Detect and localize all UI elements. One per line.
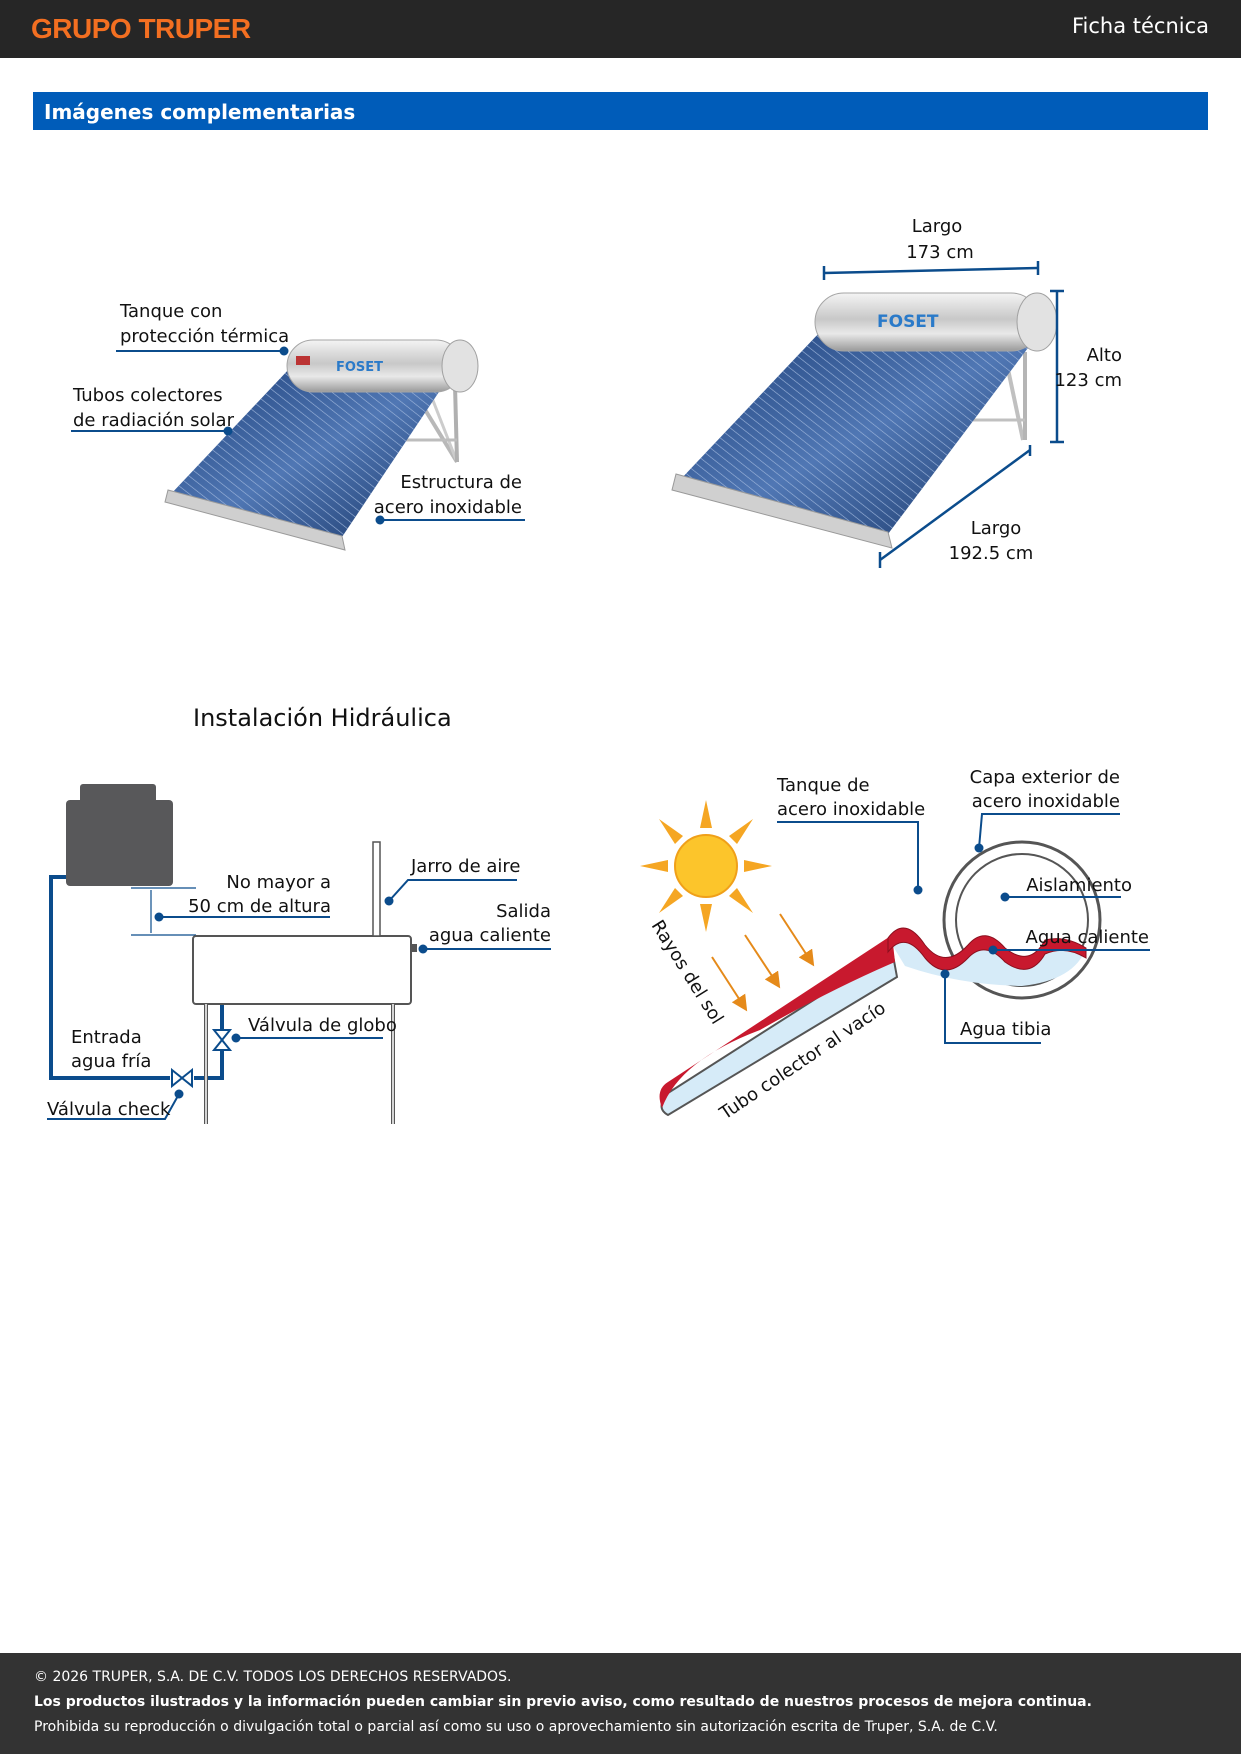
- cold-in-label-2: agua fría: [71, 1051, 151, 1072]
- hydraulic-installation-figure: Instalación Hidráulica: [47, 704, 551, 1124]
- tank-steel-label-1: Tanque de: [776, 775, 870, 796]
- tank-steel-label-2: acero inoxidable: [777, 799, 925, 820]
- brand-logo: GRUPO TRUPER: [31, 13, 251, 44]
- hydraulic-title: Instalación Hidráulica: [193, 704, 452, 732]
- footer: © 2026 TRUPER, S.A. DE C.V. TODOS LOS DE…: [0, 1653, 1241, 1754]
- check-valve-label: Válvula check: [47, 1099, 171, 1120]
- cold-in-label-1: Entrada: [71, 1027, 142, 1048]
- sun-rays-label: Rayos del sol: [647, 917, 728, 1029]
- length-label: Largo: [971, 518, 1022, 539]
- tubes-label-2: de radiación solar: [73, 410, 235, 431]
- illustrations: FOSET Tanque con protección térmica Tubo…: [47, 216, 1150, 1125]
- tank-label-1: Tanque con: [119, 301, 222, 322]
- sun-icon: [640, 800, 772, 932]
- water-cistern: [66, 800, 173, 886]
- width-value: 173 cm: [906, 242, 974, 263]
- heater-dimensions-figure: FOSET Largo 173 cm Alto 123 cm Largo 192…: [671, 216, 1122, 568]
- section-header: Imágenes complementarias: [33, 92, 1208, 130]
- footer-prohibition: Prohibida su reproducción o divulgación …: [34, 1719, 998, 1735]
- hot-water-label: Agua caliente: [1026, 927, 1149, 948]
- vacuum-tube-figure: Tanque de acero inoxidable Capa exterior…: [640, 767, 1150, 1125]
- hot-out-label-1: Salida: [496, 901, 551, 922]
- document-type: Ficha técnica: [1071, 14, 1209, 38]
- header-bar: GRUPO TRUPER Ficha técnica: [0, 0, 1241, 58]
- foset-logo-small: FOSET: [336, 360, 383, 375]
- heater-tank: [192, 935, 412, 1005]
- insulation-label: Aislamiento: [1026, 875, 1132, 896]
- section-title: Imágenes complementarias: [44, 100, 356, 124]
- height-label: Alto: [1087, 345, 1122, 366]
- air-vent-label: Jarro de aire: [410, 856, 521, 877]
- tank-label-2: protección térmica: [120, 326, 289, 347]
- width-label: Largo: [912, 216, 963, 237]
- outer-layer-label-1: Capa exterior de: [970, 767, 1120, 788]
- length-value: 192.5 cm: [949, 543, 1034, 564]
- tubes-label-1: Tubos colectores: [72, 385, 223, 406]
- footer-notice: Los productos ilustrados y la informació…: [34, 1694, 1092, 1710]
- hot-out-label-2: agua caliente: [429, 925, 551, 946]
- structure-label-1: Estructura de: [400, 472, 522, 493]
- foset-logo-large: FOSET: [877, 312, 939, 332]
- warm-water-label: Agua tibia: [960, 1019, 1051, 1040]
- structure-label-2: acero inoxidable: [374, 497, 522, 518]
- outer-layer-label-2: acero inoxidable: [972, 791, 1120, 812]
- footer-copyright: © 2026 TRUPER, S.A. DE C.V. TODOS LOS DE…: [34, 1669, 512, 1685]
- height-value: 123 cm: [1054, 370, 1122, 391]
- max-height-label-2: 50 cm de altura: [188, 896, 331, 917]
- heater-features-figure: FOSET Tanque con protección térmica Tubo…: [71, 301, 525, 551]
- globe-valve-label: Válvula de globo: [248, 1015, 397, 1036]
- max-height-label-1: No mayor a: [226, 872, 331, 893]
